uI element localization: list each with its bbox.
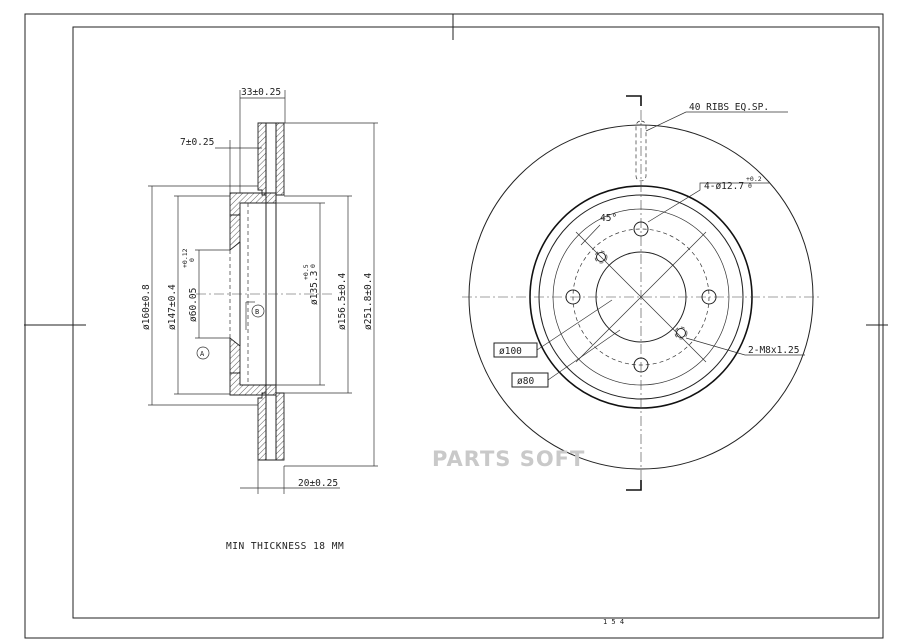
section-flange-lower — [229, 337, 241, 374]
watermark: PARTS SOFT — [432, 447, 586, 471]
dim-friction-width: 20±0.25 — [298, 478, 338, 489]
dim-hub-width: 33±0.25 — [241, 87, 281, 98]
front-view: 40 RIBS EQ.SP. 4-ø12.7 +0.2 0 45° 2-M8x1… — [462, 95, 822, 491]
svg-text:A: A — [200, 350, 205, 358]
bolt-hole-top — [633, 221, 649, 237]
label-pcd: ø100 — [499, 346, 522, 357]
dim-d60-tol-low: 0 — [188, 258, 196, 262]
dim-d156: ø156.5±0.4 — [337, 273, 348, 330]
section-view: A B 33±0.25 7±0.25 20±0.25 ø160±0.8 ø147… — [141, 87, 378, 494]
label-holes: 4-ø12.7 — [704, 181, 744, 192]
min-thickness-note: MIN THICKNESS 18 MM — [226, 541, 344, 552]
section-cheek-right-lower — [275, 392, 285, 461]
extension-lines — [148, 90, 378, 494]
section-cheek-left-lower — [257, 392, 267, 461]
bolt-hole-left — [565, 289, 581, 305]
dim-d135-tol: +0.5 — [302, 264, 310, 280]
dim-d160: ø160±0.8 — [141, 284, 152, 330]
bolt-hole-right — [701, 289, 717, 305]
section-flange-upper — [229, 214, 241, 251]
dimension-lines — [151, 97, 375, 489]
dim-d135: ø135.3 — [309, 271, 320, 305]
dim-d251: ø251.8±0.4 — [363, 273, 374, 330]
dim-d60-tol: +0.12 — [181, 248, 189, 268]
sheet-border — [24, 13, 888, 639]
label-holes-tol-low: 0 — [748, 182, 752, 190]
dim-flange: 7±0.25 — [180, 137, 214, 148]
thread-hole-2 — [676, 328, 686, 338]
section-cheek-left — [257, 122, 267, 196]
dim-d135-tol-low: 0 — [309, 264, 317, 268]
label-holes-tol: +0.2 — [746, 175, 762, 183]
section-hat-upper — [229, 192, 277, 216]
pcd-label-box — [493, 342, 538, 358]
section-hat-lower — [229, 372, 277, 396]
label-pilot: ø80 — [517, 376, 534, 387]
pilot-label-box — [511, 372, 549, 388]
section-cheek-right — [275, 122, 285, 196]
vent-rib-slot — [635, 120, 647, 182]
svg-text:B: B — [255, 308, 259, 316]
datum-a-marker: A — [196, 346, 210, 360]
dim-d147: ø147±0.4 — [167, 284, 178, 330]
label-ribs: 40 RIBS EQ.SP. — [689, 102, 769, 113]
dim-d60: ø60.05 — [188, 288, 199, 322]
datum-b-marker: B — [251, 304, 265, 318]
title-stamp: 1 5 4 — [603, 618, 624, 626]
label-threads: 2-M8x1.25 — [748, 345, 799, 356]
label-angle: 45° — [600, 213, 617, 224]
thread-hole-1 — [596, 252, 606, 262]
bolt-hole-bottom — [633, 357, 649, 373]
